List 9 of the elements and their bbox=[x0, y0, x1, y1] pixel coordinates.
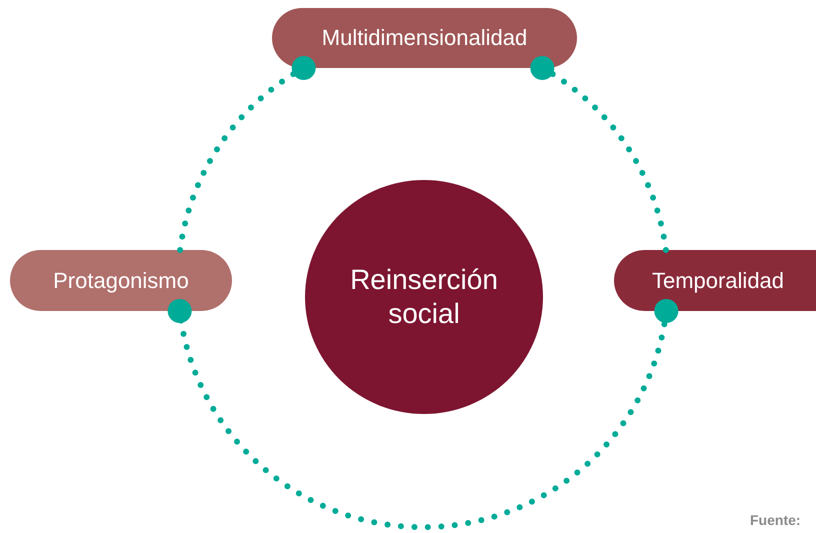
dotted-connector bbox=[530, 56, 669, 253]
dotted-connector bbox=[168, 299, 678, 530]
node-label: Temporalidad bbox=[652, 268, 784, 294]
dotted-connector bbox=[177, 56, 316, 253]
source-note: Fuente: bbox=[750, 512, 801, 528]
topic-pill bbox=[614, 250, 816, 311]
node-label: Protagonismo bbox=[53, 268, 189, 294]
node-label: Multidimensionalidad bbox=[322, 25, 528, 51]
node-label: Reinserción social bbox=[349, 263, 499, 331]
